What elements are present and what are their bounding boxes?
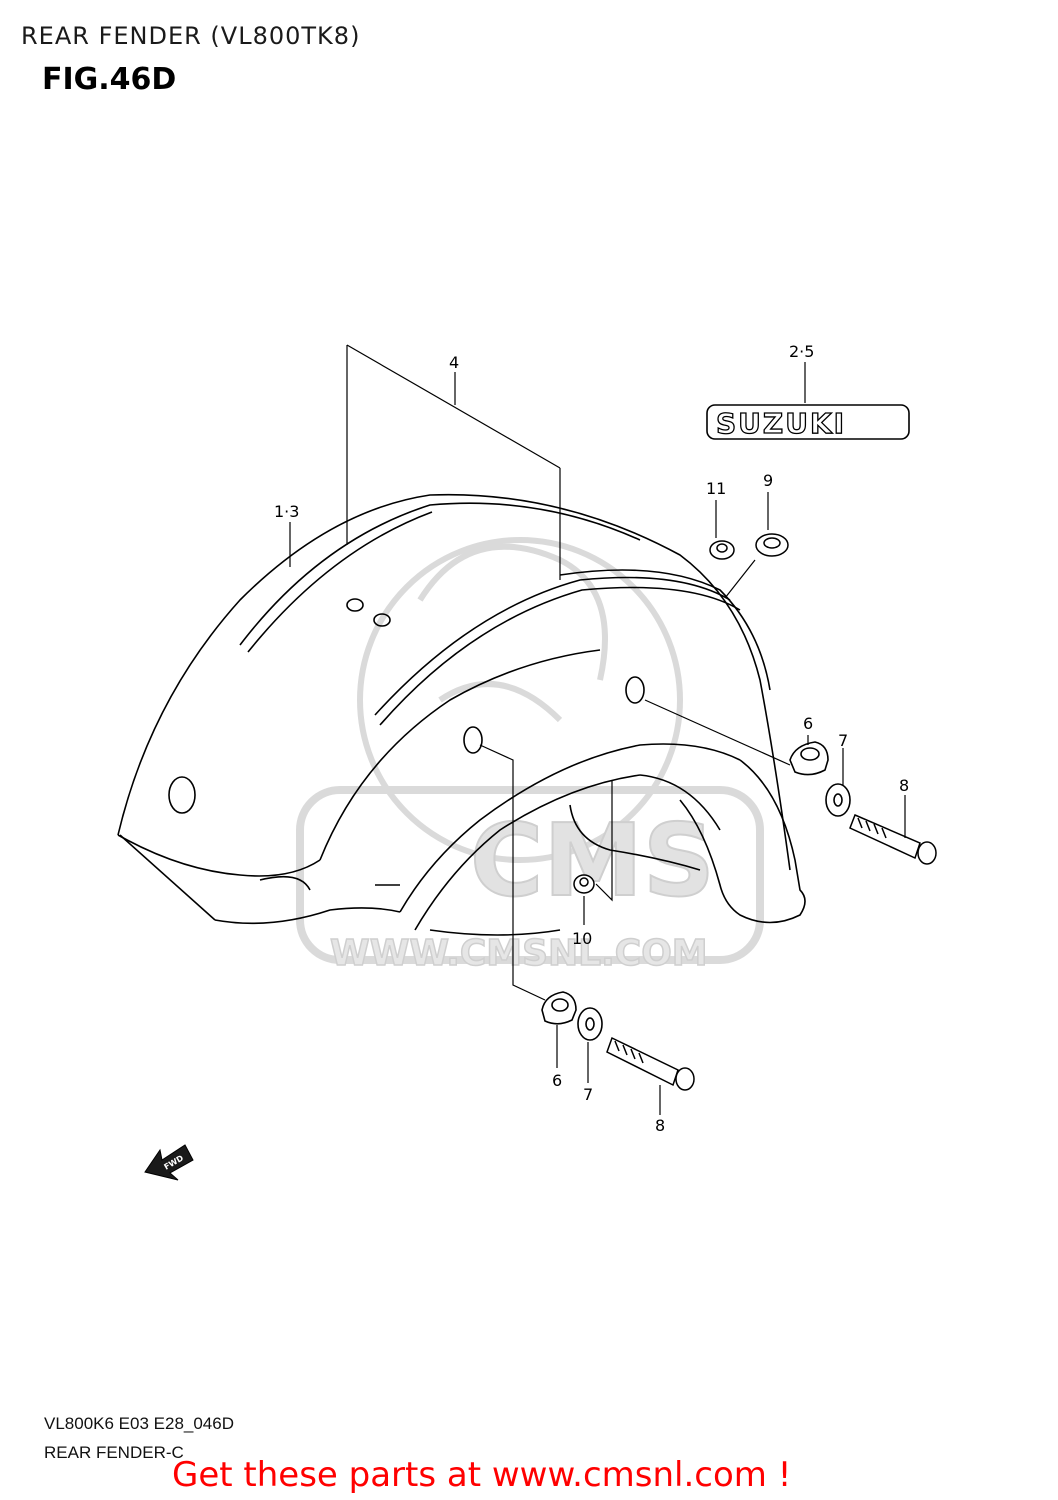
grommet-11 [709, 540, 735, 560]
callout-4: 4 [449, 353, 459, 372]
callout-6-lower: 6 [552, 1071, 562, 1090]
callout-8-right: 8 [899, 776, 909, 795]
callout-10: 10 [572, 929, 592, 948]
watermark-url: WWW.CMSNL.COM [330, 933, 708, 974]
callout-8-lower: 8 [655, 1116, 665, 1135]
grommet-10 [573, 874, 595, 894]
diagram-title: REAR FENDER (VL800TK8) [21, 22, 361, 50]
leader-lines [289, 344, 906, 1115]
callout-11: 11 [706, 479, 726, 498]
watermark-brand: CMS [470, 802, 715, 919]
emblem-text: SUZUKI [716, 407, 846, 440]
figure-number: FIG.46D [42, 62, 177, 97]
callout-2-5: 2·5 [789, 342, 814, 361]
callout-7-right: 7 [838, 731, 848, 750]
fwd-arrow-icon: FWD [144, 1144, 194, 1181]
cushion-6-lower [541, 991, 577, 1025]
cushion-6-right [789, 741, 829, 776]
rear-fender [117, 493, 806, 936]
callout-9: 9 [763, 471, 773, 490]
bolt-8-lower [606, 1036, 695, 1091]
grommet-9 [755, 533, 789, 557]
washer-7-right [825, 783, 851, 817]
callout-7-lower: 7 [583, 1085, 593, 1104]
callout-6-right: 6 [803, 714, 813, 733]
washer-7-lower [577, 1007, 603, 1041]
diagram-code: VL800K6 E03 E28_046D [44, 1414, 234, 1433]
diagram-name: REAR FENDER-C [44, 1443, 184, 1462]
bolt-8-right [849, 814, 937, 865]
cms-watermark [296, 537, 764, 964]
suzuki-emblem: SUZUKI [706, 404, 910, 441]
callout-1-3: 1·3 [274, 502, 299, 521]
promo-link[interactable]: Get these parts at www.cmsnl.com ! [172, 1455, 792, 1495]
